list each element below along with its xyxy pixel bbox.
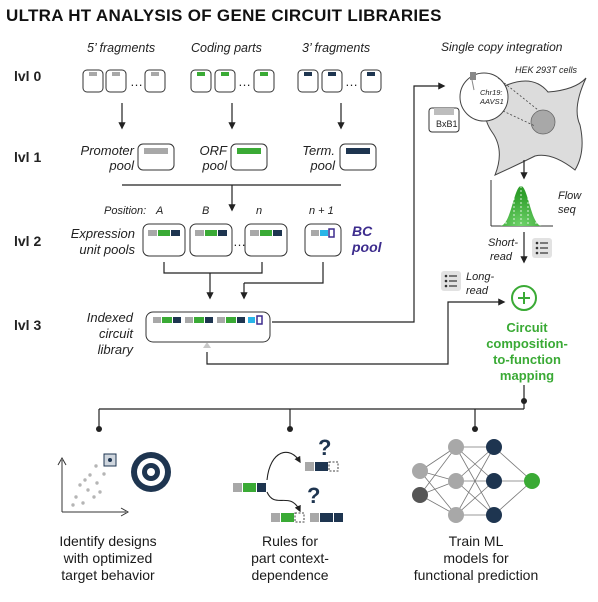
orf-pool-label-2: pool (201, 158, 228, 173)
level-label-0: lvl 0 (14, 68, 41, 84)
mapping-label-4: mapping (500, 368, 554, 383)
scatter-plot-icon (57, 453, 130, 517)
lvl1-pool-plasmids (137, 143, 377, 171)
branch-dots (96, 398, 527, 432)
outcome-3-line-2: models for (443, 550, 509, 566)
promoter-pool-label-2: pool (108, 158, 135, 173)
header-3-fragments: 3’ fragments (302, 41, 370, 55)
outcome-1-line-3: target behavior (61, 567, 155, 583)
hek-label: HEK 293T cells (515, 65, 578, 75)
position-n: n (256, 205, 262, 217)
lvl0-coding-dots: … (238, 74, 251, 89)
indexed-library-label-3: library (98, 342, 135, 357)
position-n-plus-1: n + 1 (309, 205, 334, 217)
question-mark-2: ? (307, 483, 320, 508)
arrow-library-to-integration (272, 82, 446, 323)
orf-pool-label-1: ORF (200, 143, 229, 158)
long-read-label-2: read (466, 285, 489, 297)
level-label-1: lvl 1 (14, 149, 41, 165)
term-pool-label-1: Term. (302, 143, 335, 158)
expression-unit-plasmids (142, 223, 288, 257)
page-title: ULTRA HT ANALYSIS OF GENE CIRCUIT LIBRAR… (6, 6, 442, 25)
level-labels: lvl 0 lvl 1 lvl 2 lvl 3 (14, 68, 41, 333)
question-mark-1: ? (318, 435, 331, 460)
header-coding-parts: Coding parts (191, 41, 262, 55)
target-icon (131, 452, 171, 492)
position-b: B (202, 205, 209, 217)
outcome-2-line-3: dependence (251, 567, 328, 583)
outcome-1-line-1: Identify designs (59, 533, 156, 549)
bc-pool-label-2: pool (351, 239, 383, 255)
expression-dots: … (233, 234, 246, 249)
expression-pools-label-2: unit pools (79, 242, 135, 257)
flow-histogram (490, 180, 553, 227)
outcome-3-line-1: Train ML (449, 533, 504, 549)
arrow-library-to-long-read (206, 298, 506, 365)
locus-label-1: Chr19: (480, 88, 503, 97)
neural-network-icon (412, 439, 540, 523)
expression-pools-label-1: Expression (71, 226, 135, 241)
header-5-fragments: 5’ fragments (87, 41, 155, 55)
locus-label-2: AAVS1 (479, 97, 504, 106)
bc-pool-label-1: BC (352, 223, 373, 239)
flow-label-1: Flow (558, 190, 582, 202)
indexed-circuit-plasmid (145, 311, 271, 348)
long-read-list-icon (441, 271, 461, 291)
short-read-label-2: read (490, 251, 513, 263)
outcome-2-line-2: part context- (251, 550, 329, 566)
single-copy-label: Single copy integration (441, 40, 563, 54)
flow-label-2: seq (558, 204, 577, 216)
level-label-3: lvl 3 (14, 317, 41, 333)
lvl0-coding-plasmids (190, 69, 275, 93)
bxb1-label: BxB1 (436, 119, 458, 129)
lvl0-3prime-plasmids (297, 69, 382, 93)
mapping-label-3: to-function (493, 352, 561, 367)
position-label: Position: (104, 205, 146, 217)
level-label-2: lvl 2 (14, 233, 41, 249)
outcome-3-line-3: functional prediction (414, 567, 539, 583)
locus-zoom (459, 72, 539, 127)
short-read-list-icon (532, 238, 552, 258)
mapping-label-1: Circuit (506, 320, 548, 335)
outcome-1-line-2: with optimized (63, 550, 153, 566)
promoter-pool-label-1: Promoter (81, 143, 135, 158)
term-pool-label-2: pool (309, 158, 336, 173)
mapping-label-2: composition- (486, 336, 568, 351)
hek-cell (484, 77, 587, 176)
indexed-library-label-2: circuit (99, 326, 134, 341)
long-read-label-1: Long- (466, 271, 494, 283)
bc-pool-plasmid (304, 223, 342, 257)
position-a: A (155, 205, 163, 217)
bxb1-box: BxB1 (428, 107, 460, 133)
context-rules-icon (233, 451, 343, 523)
indexed-library-label-1: Indexed (87, 310, 134, 325)
lvl0-5prime-plasmids (82, 69, 166, 93)
plus-icon (511, 285, 537, 311)
lvl0-3prime-dots: … (345, 74, 358, 89)
outcome-2-line-1: Rules for (262, 533, 318, 549)
short-read-label-1: Short- (488, 237, 518, 249)
lvl0-5prime-dots: … (130, 74, 143, 89)
